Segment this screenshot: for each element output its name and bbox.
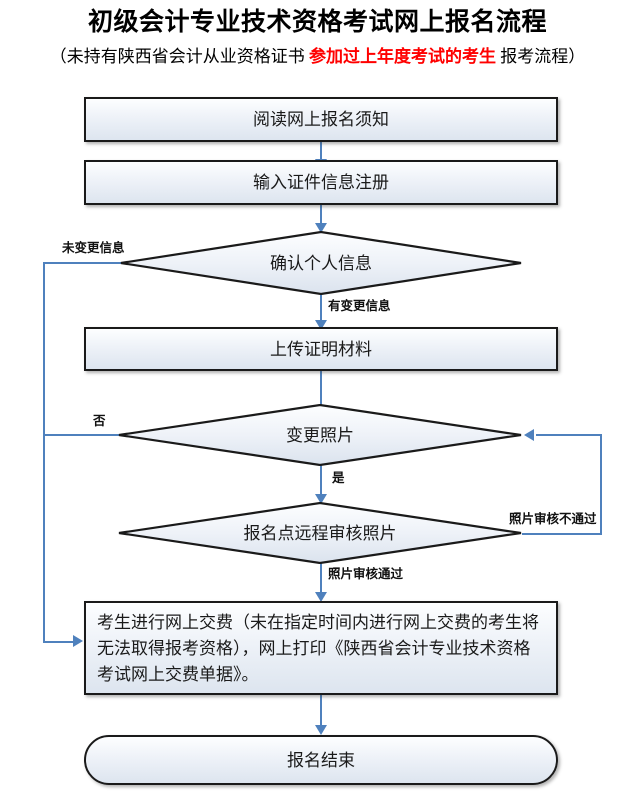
node-online-payment-label: 考生进行网上交费（未在指定时间内进行网上交费的考生将无法取得报考资格），网上打印… [97, 613, 539, 684]
subtitle-prefix: （未持有陕西省会计从业资格证书 [49, 47, 309, 66]
arrowhead-confirm-to-upload [315, 320, 327, 330]
diamond-shape-remote-review [118, 502, 522, 564]
edge-label-photo-yes: 是 [332, 471, 345, 485]
arrowhead-payment-to-end [315, 725, 327, 735]
connector-read-to-register [320, 142, 322, 162]
node-register-id[interactable]: 输入证件信息注册 [84, 160, 558, 205]
arrowhead-changephoto-to-review [315, 494, 327, 504]
subtitle-suffix: 报考流程） [496, 47, 586, 66]
page-title: 初级会计专业技术资格考试网上报名流程 [87, 9, 547, 36]
page-subtitle: （未持有陕西省会计从业资格证书 参加过上年度考试的考生 报考流程） [0, 45, 635, 69]
node-remote-review-label: 报名点远程审核照片 [243, 523, 397, 543]
node-change-photo-label: 变更照片 [286, 425, 354, 445]
connector-register-to-confirm [320, 205, 322, 226]
subtitle-highlight: 参加过上年度考试的考生 [309, 47, 496, 66]
node-end[interactable]: 报名结束 [84, 735, 558, 785]
edge-label-has-change: 有变更信息 [328, 299, 391, 313]
connector-left-trunk-into-payment [43, 641, 75, 643]
node-upload-docs-label: 上传证明材料 [270, 339, 372, 359]
arrowhead-review-to-payment [315, 592, 327, 602]
arrowhead-review-fail-to-changephoto [524, 429, 534, 441]
node-read-notice-label: 阅读网上报名须知 [253, 110, 389, 129]
connector-payment-to-end [320, 695, 322, 733]
arrowhead-register-to-confirm [315, 223, 327, 233]
edge-label-no-change: 未变更信息 [62, 241, 125, 255]
connector-review-fail-vertical [600, 434, 602, 535]
node-end-label: 报名结束 [287, 750, 355, 770]
edge-label-review-fail: 照片审核不通过 [509, 512, 597, 526]
node-register-id-label: 输入证件信息注册 [253, 173, 389, 192]
node-online-payment[interactable]: 考生进行网上交费（未在指定时间内进行网上交费的考生将无法取得报考资格），网上打印… [84, 601, 558, 695]
connector-nochange-vertical [43, 262, 45, 643]
diamond-shape-change-photo [118, 404, 522, 466]
node-confirm-info[interactable]: 确认个人信息 [120, 231, 522, 295]
connector-review-fail-horizontal-top [536, 434, 602, 436]
connector-review-to-payment [320, 562, 322, 600]
node-upload-docs[interactable]: 上传证明材料 [84, 327, 558, 371]
edge-label-photo-no: 否 [93, 414, 106, 428]
connector-photo-no-horizontal [43, 434, 119, 436]
node-confirm-info-label: 确认个人信息 [270, 253, 372, 273]
diamond-shape-confirm-info [120, 231, 522, 295]
connector-review-fail-horizontal-bottom [522, 533, 602, 535]
connector-nochange-horizontal [43, 262, 121, 264]
node-remote-review[interactable]: 报名点远程审核照片 [118, 502, 522, 564]
arrowhead-left-trunk-into-payment [73, 635, 83, 647]
connector-upload-to-changephoto [320, 371, 322, 419]
node-change-photo[interactable]: 变更照片 [118, 404, 522, 466]
node-read-notice[interactable]: 阅读网上报名须知 [84, 97, 558, 142]
connector-confirm-to-upload [320, 294, 322, 323]
edge-label-review-pass: 照片审核通过 [328, 567, 404, 581]
connector-changephoto-to-review [320, 464, 322, 504]
